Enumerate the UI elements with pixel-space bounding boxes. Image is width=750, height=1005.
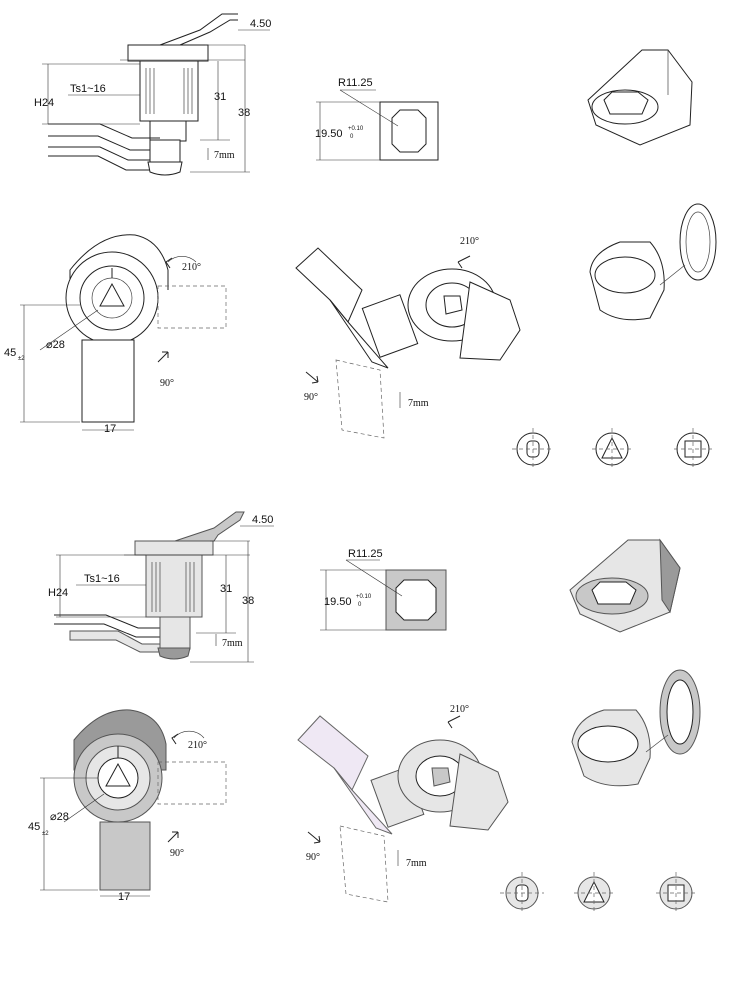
dim-38-b: 38 <box>242 595 254 607</box>
label-45-tol: ±2 <box>18 356 25 362</box>
side-view-bottom: 4.50 Ts1~16 H24 31 38 7mm <box>48 511 274 663</box>
cover-render-bottom <box>571 669 701 787</box>
label-diameter-b: ⌀28 <box>50 811 69 823</box>
triangle-key-icon <box>574 872 614 914</box>
slot-key-icon <box>500 872 544 914</box>
cutout-detail-bottom: R11.25 19.50 +0.10 0 <box>320 548 447 631</box>
label-rot-210-persp: 210° <box>460 236 479 247</box>
side-view-top: 4.50 Ts1~16 H24 31 38 7mm <box>34 13 271 176</box>
dim-31-b: 31 <box>220 583 232 595</box>
label-travel: 7mm <box>214 150 235 161</box>
label-angle-90-b: 90° <box>170 848 184 859</box>
bezel-render-bottom <box>569 538 681 633</box>
label-45: 45 <box>4 347 16 359</box>
label-ts-b: Ts1~16 <box>84 573 120 585</box>
label-radius-b: R11.25 <box>348 548 383 560</box>
front-view-bottom: 210° 90° ⌀28 45 ±2 17 <box>28 709 227 903</box>
label-h24: H24 <box>34 97 54 109</box>
label-angle-90: 90° <box>160 378 174 389</box>
label-rot-210-persp-b: 210° <box>450 704 469 715</box>
label-angle-90-persp: 90° <box>304 392 318 403</box>
cutout-detail-top: R11.25 19.50 +0.10 0 <box>315 77 439 161</box>
label-tol-lo-b: 0 <box>358 602 362 608</box>
label-square-b: 19.50 <box>324 596 352 608</box>
label-square: 19.50 <box>315 128 343 140</box>
perspective-view-bottom: 210° 90° 7mm <box>297 704 509 903</box>
label-tol-up-b: +0.10 <box>356 594 372 600</box>
square-key-icon <box>674 428 712 470</box>
triangle-key-icon <box>592 428 632 470</box>
dim-4-50: 4.50 <box>250 18 271 30</box>
label-17-b: 17 <box>118 891 130 903</box>
slot-key-icon <box>512 428 554 470</box>
square-key-icon <box>656 872 696 914</box>
label-tol-up: +0.10 <box>348 126 364 132</box>
perspective-view-top: 210° 90° 7mm <box>295 236 521 439</box>
dim-31: 31 <box>214 91 226 103</box>
label-45-tol-b: ±2 <box>42 831 49 837</box>
label-h24-b: H24 <box>48 587 68 599</box>
key-icons-top <box>512 428 712 470</box>
bezel-sketch-top <box>587 49 693 146</box>
label-17: 17 <box>104 423 116 435</box>
key-icons-bottom <box>500 872 696 914</box>
label-radius: R11.25 <box>338 77 373 89</box>
label-travel-b: 7mm <box>222 638 243 649</box>
label-ts: Ts1~16 <box>70 83 106 95</box>
dim-4-50-b: 4.50 <box>252 514 273 526</box>
label-diameter: ⌀28 <box>46 339 65 351</box>
dim-38: 38 <box>238 107 250 119</box>
label-angle-90-persp-b: 90° <box>306 852 320 863</box>
label-45-b: 45 <box>28 821 40 833</box>
label-rot-210: 210° <box>182 262 201 273</box>
label-rot-210-b: 210° <box>188 740 207 751</box>
cover-sketch-top <box>589 203 717 321</box>
label-travel-persp-b: 7mm <box>406 858 427 869</box>
front-view-top: 210° 90° ⌀28 45 ±2 17 <box>4 234 227 435</box>
label-travel-persp: 7mm <box>408 398 429 409</box>
label-tol-lo: 0 <box>350 134 354 140</box>
